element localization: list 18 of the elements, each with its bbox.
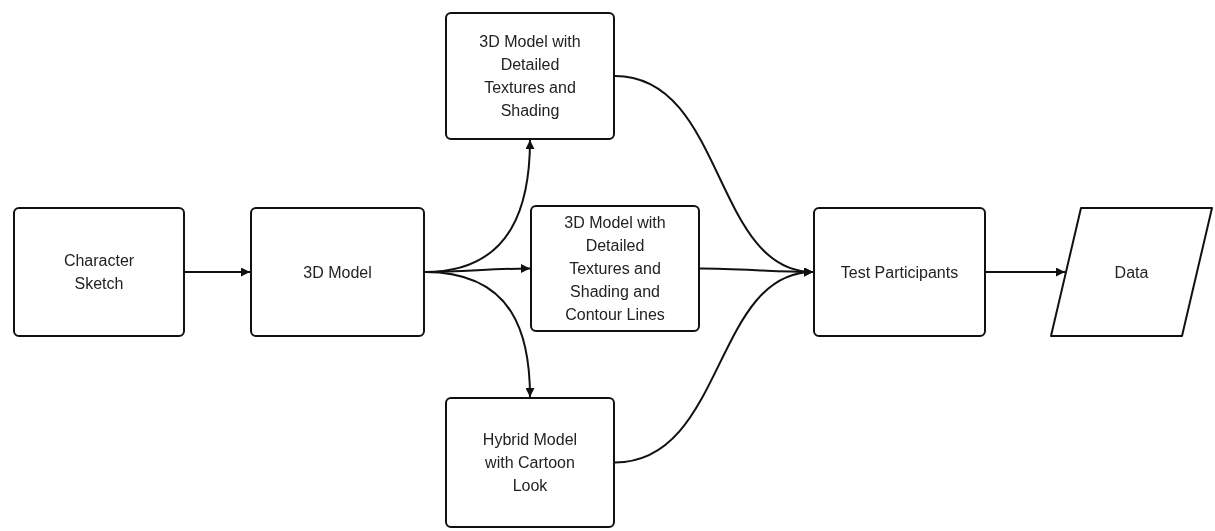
process-box [250,207,425,337]
arrow [614,269,814,464]
process-box [813,207,986,337]
process-box [13,207,185,337]
arrow [985,267,1066,277]
process-box [445,12,615,140]
node-label: 3D Model with Detailed Textures and Shading [478,32,582,121]
process-box [445,397,615,528]
arrow [184,267,251,277]
process-box [530,205,700,332]
data-parallelogram [1050,207,1213,337]
node-label: Test Participants [840,262,959,283]
node-label: Data [1114,262,1149,283]
node-label: Hybrid Model with Cartoon Look [481,430,579,496]
node-label: 3D Model with Detailed Textures and Shading and Contour Lines [563,213,667,325]
node-label: 3D Model [303,262,372,283]
node-label: Character Sketch [62,251,136,294]
arrow [424,271,535,398]
